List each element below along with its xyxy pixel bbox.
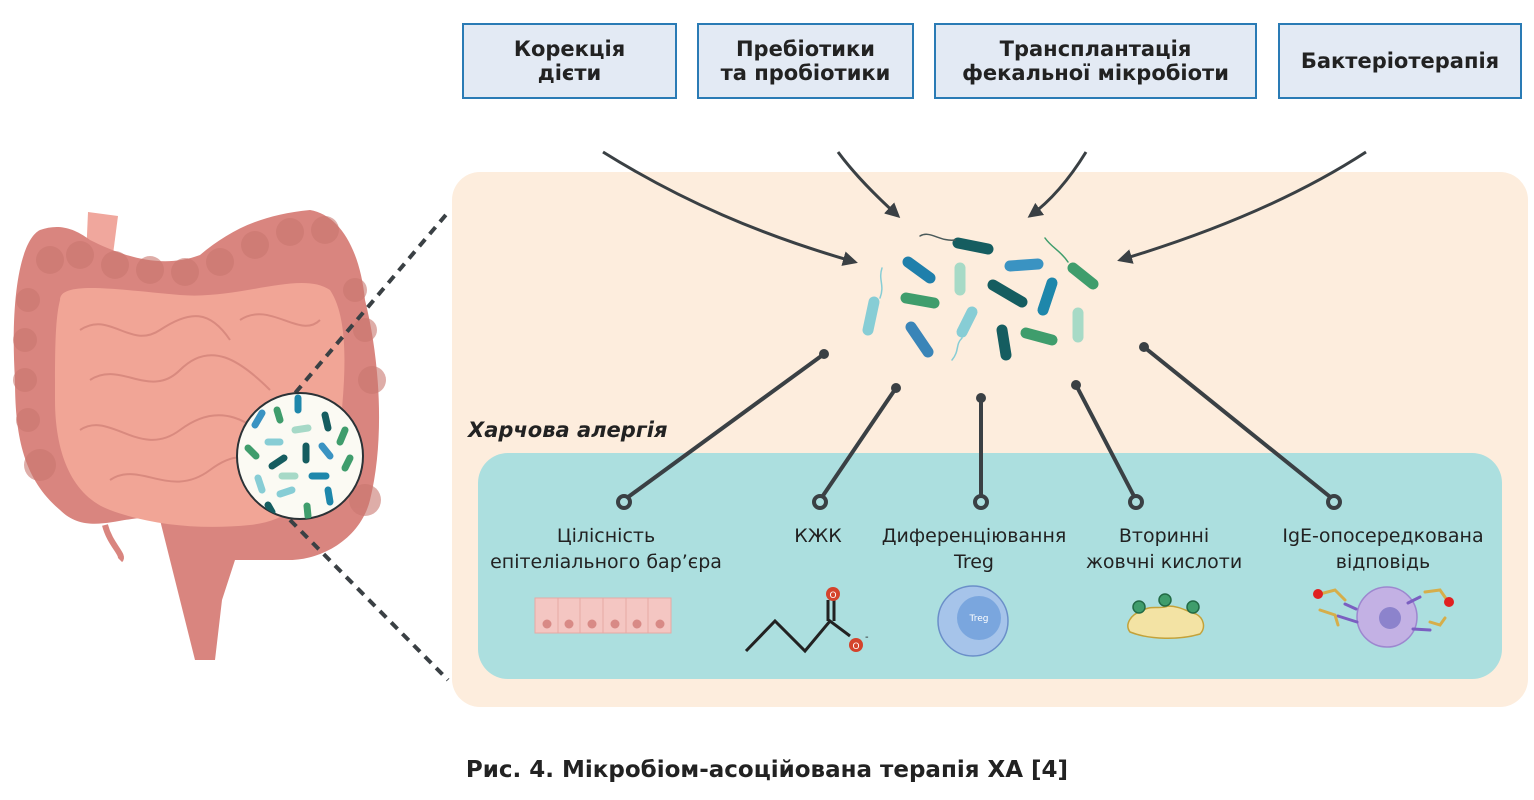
treg-cell-icon: Treg — [937, 585, 1009, 657]
magnifier-lens — [236, 392, 364, 520]
bacteria-cluster — [862, 233, 1099, 361]
therapy-label-line1: Бактеріотерапія — [1300, 49, 1500, 73]
charge-label: - — [865, 632, 869, 643]
connector-ring — [616, 494, 632, 510]
therapy-box-diet-correction: Корекція дієти — [462, 23, 677, 99]
therapy-box-fecal-transplant: Трансплантація фекальної мікробіоти — [934, 23, 1257, 99]
figure-caption: Рис. 4. Мікробіом-асоційована терапія ХА… — [465, 757, 1069, 783]
therapy-arrows — [602, 150, 1367, 266]
zoom-guide-bottom — [288, 518, 450, 682]
arrow-prebiotics — [836, 151, 901, 219]
food-allergy-title: Харчова алергія — [468, 418, 668, 442]
oxygen-atom-label: O — [852, 642, 859, 652]
connector-ring — [973, 494, 989, 510]
connector-dot — [819, 349, 829, 359]
bile-acid-icon — [1127, 593, 1205, 640]
oxygen-atom-label: O — [829, 591, 836, 601]
zoom-guide-top — [283, 208, 452, 407]
therapy-label-line2: дієти — [537, 61, 602, 85]
outcome-label-scfa: КЖК — [794, 525, 842, 547]
connector-dot — [891, 383, 901, 393]
therapy-box-prebiotics-probiotics: Пребіотики та пробіотики — [697, 23, 914, 99]
therapy-label-line2: фекальної мікробіоти — [962, 61, 1229, 85]
connector-ring — [812, 494, 828, 510]
arrow-diet — [602, 150, 858, 266]
connector-dot — [1139, 342, 1149, 352]
treg-cell-label: Treg — [969, 614, 989, 624]
butyrate-molecule-icon: O O - — [744, 587, 869, 654]
connector-dot — [1071, 380, 1081, 390]
arrow-bacteriotherapy — [1117, 150, 1367, 264]
epithelial-cells-icon — [534, 597, 672, 634]
therapy-label-line1: Трансплантація — [999, 37, 1192, 61]
connector-ring — [1128, 494, 1144, 510]
therapy-label-line1: Корекція — [513, 37, 626, 61]
therapy-box-bacteriotherapy: Бактеріотерапія — [1278, 23, 1522, 99]
therapy-label-line2: та пробіотики — [720, 61, 891, 85]
connector-ring — [1326, 494, 1342, 510]
therapy-label-line1: Пребіотики — [735, 37, 875, 61]
connector-dot — [976, 393, 986, 403]
mast-cell-ige-icon — [1313, 586, 1454, 648]
outcome-connectors — [622, 345, 1336, 502]
appendix — [102, 524, 124, 563]
arrow-fmt — [1027, 151, 1088, 218]
